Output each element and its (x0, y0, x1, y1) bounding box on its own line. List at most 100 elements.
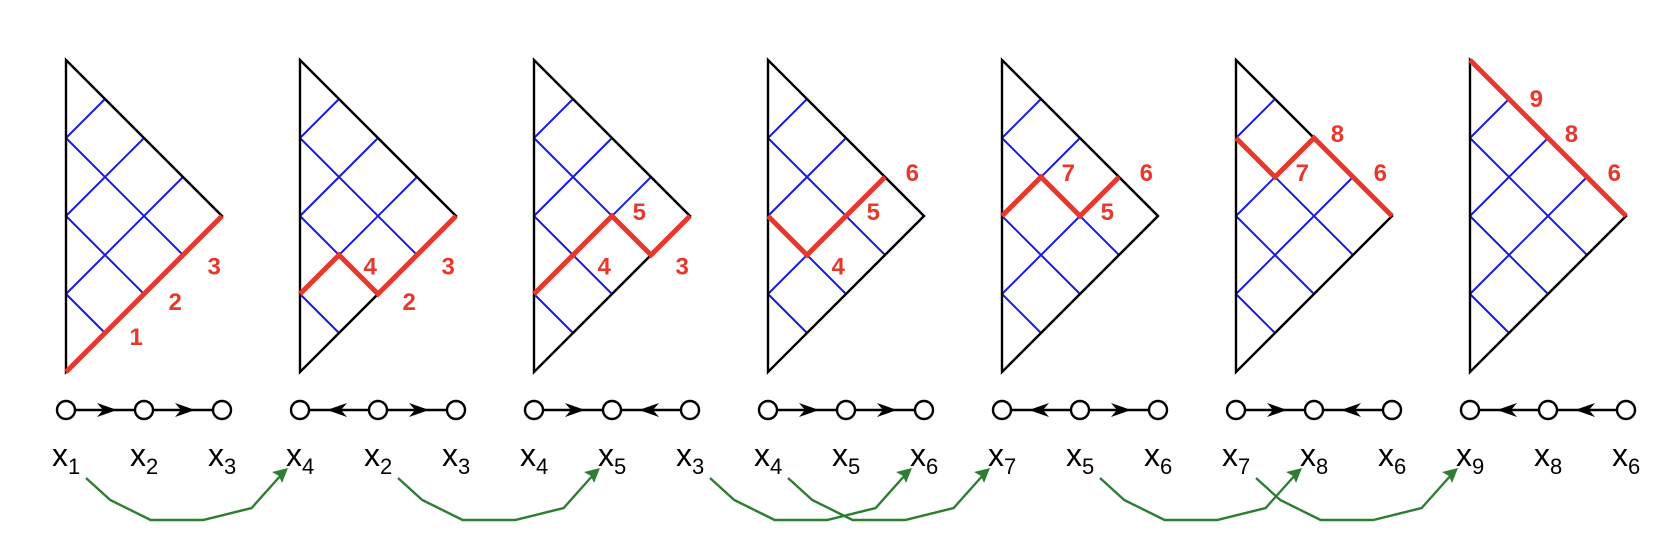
grid-line (1469, 137, 1549, 217)
variable-base: x (130, 437, 146, 473)
mutation-arrows (85, 468, 1458, 522)
variable-subscript: 6 (1628, 454, 1640, 479)
variable-subscript: 7 (1004, 454, 1016, 479)
grid-lines (1235, 98, 1393, 334)
variable-subscript: 5 (1082, 454, 1094, 479)
path-label: 8 (1565, 121, 1578, 148)
variable-label: x6 (1378, 437, 1406, 479)
mutation-arrow (787, 468, 990, 522)
variable-label: x9 (1456, 437, 1484, 479)
variable-base: x (988, 437, 1004, 473)
mutation-curve (397, 473, 595, 522)
quiver (1459, 399, 1637, 421)
variable-base: x (1612, 437, 1628, 473)
path-label: 2 (169, 289, 182, 316)
variable-subscript: 4 (536, 454, 548, 479)
quiver (523, 399, 701, 421)
grid-line (767, 137, 886, 256)
variable-label: x6 (1144, 437, 1172, 479)
variable-label: x4 (286, 437, 314, 479)
mutation-curve (709, 473, 907, 522)
variable-base: x (598, 437, 614, 473)
arrow-right-icon (877, 403, 897, 417)
arrow-left-icon (1341, 403, 1361, 417)
mutation-curve (85, 473, 283, 522)
quiver-node (1459, 399, 1481, 421)
variable-subscript: 6 (926, 454, 938, 479)
variable-subscript: 3 (692, 454, 704, 479)
grid-line (299, 137, 418, 256)
arrow-right-icon (565, 403, 585, 417)
variable-base: x (676, 437, 692, 473)
grid-line (65, 98, 106, 139)
grid-line (1235, 98, 1276, 139)
red-path (1468, 58, 1628, 218)
variable-base: x (1066, 437, 1082, 473)
variable-label: x3 (676, 437, 704, 479)
grid-lines (299, 98, 457, 334)
path-label: 7 (1062, 160, 1075, 187)
grid-line (299, 293, 340, 334)
mutation-arrow (1255, 468, 1458, 522)
quiver-node (913, 399, 935, 421)
mutation-curve (1099, 473, 1297, 522)
path-label: 3 (442, 254, 455, 281)
variable-subscript: 1 (68, 454, 80, 479)
arrow-right-icon (799, 403, 819, 417)
quiver-node (1381, 399, 1403, 421)
arrow-left-icon (1575, 403, 1595, 417)
arrow-head-icon (896, 468, 912, 483)
grid-line (767, 137, 847, 217)
variable-subscript: 6 (1394, 454, 1406, 479)
arrow-head-icon (1442, 468, 1458, 483)
path-label: 4 (598, 254, 612, 281)
grid-line (767, 293, 808, 334)
quiver-node (1147, 399, 1169, 421)
quiver (1225, 399, 1403, 421)
arrow-left-icon (1029, 403, 1049, 417)
variable-label: x8 (1300, 437, 1328, 479)
variable-base: x (1300, 437, 1316, 473)
variable-base: x (520, 437, 536, 473)
path-label: 5 (867, 199, 880, 226)
grid-line (533, 98, 574, 139)
variable-subscript: 2 (380, 454, 392, 479)
variable-subscript: 5 (614, 454, 626, 479)
arrow-right-icon (97, 403, 117, 417)
variable-label: x1 (52, 437, 80, 479)
mutation-arrow (85, 468, 288, 522)
path-label: 4 (364, 254, 378, 281)
quiver-node (1069, 399, 1091, 421)
variable-base: x (364, 437, 380, 473)
quiver-node (991, 399, 1013, 421)
mutation-arrow (1099, 468, 1302, 522)
grid-line (1235, 293, 1276, 334)
arrow-right-icon (1111, 403, 1131, 417)
quiver-node (601, 399, 623, 421)
variable-label: x4 (520, 437, 548, 479)
triangle-outline (532, 57, 692, 375)
variable-label: x3 (442, 437, 470, 479)
variable-label: x7 (1222, 437, 1250, 479)
variable-label: x8 (1534, 437, 1562, 479)
quiver-node (55, 399, 77, 421)
red-path (298, 214, 458, 298)
quiver-node (1225, 399, 1247, 421)
arrow-head-icon (1286, 468, 1302, 483)
variable-subscript: 4 (302, 454, 314, 479)
variable-base: x (1144, 437, 1160, 473)
quiver-node (289, 399, 311, 421)
variable-base: x (1534, 437, 1550, 473)
quiver-node (445, 399, 467, 421)
quiver-node (757, 399, 779, 421)
red-path (1000, 173, 1121, 220)
variable-label: x6 (1612, 437, 1640, 479)
grid-lines (1469, 98, 1627, 334)
arrow-right-icon (175, 403, 195, 417)
variable-base: x (52, 437, 68, 473)
